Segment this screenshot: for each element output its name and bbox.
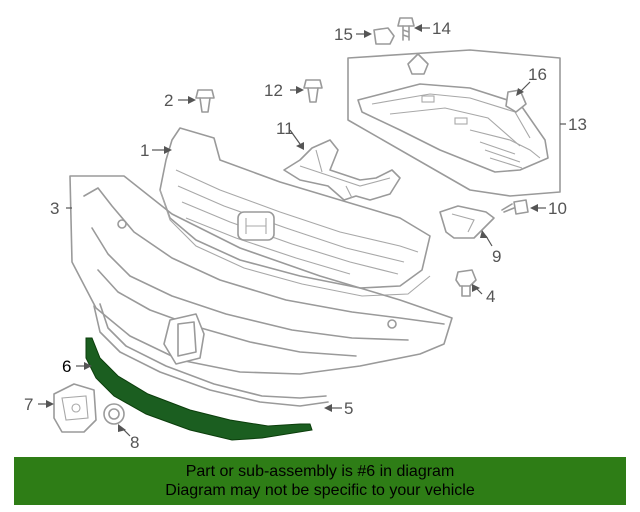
- callout-6: 6: [62, 357, 71, 376]
- callout-16: 16: [528, 65, 547, 84]
- cover-top-clip: [407, 53, 429, 75]
- callout-10: 10: [548, 199, 567, 218]
- parts-diagram: 1 2 3 4 5 6 7 8 9 10 11 12 13 14 15 16: [24, 17, 587, 452]
- callout-15: 15: [334, 25, 353, 44]
- part-9-bracket[interactable]: [439, 205, 495, 239]
- part-14-bolt[interactable]: [397, 17, 415, 41]
- part-13-cover-panel[interactable]: [347, 49, 561, 197]
- callout-13: 13: [568, 115, 587, 134]
- part-7-bracket[interactable]: [53, 383, 97, 433]
- part-1-grille[interactable]: [159, 127, 431, 297]
- callout-12: 12: [264, 81, 283, 100]
- part-8-grommet[interactable]: [103, 403, 125, 425]
- callout-5: 5: [344, 399, 353, 418]
- callout-11: 11: [276, 119, 294, 138]
- leader-lines: [38, 24, 566, 437]
- callout-4: 4: [486, 287, 495, 306]
- part-5-lower-molding[interactable]: [93, 303, 329, 407]
- info-banner: Part or sub-assembly is #6 in diagram Di…: [14, 457, 626, 505]
- part-10-bolt[interactable]: [501, 199, 529, 215]
- callout-9: 9: [492, 247, 501, 266]
- part-12-clip[interactable]: [303, 79, 323, 103]
- callout-7: 7: [24, 395, 33, 414]
- part-6-highlighted-trim[interactable]: [85, 337, 313, 441]
- part-2-clip[interactable]: [195, 89, 215, 113]
- part-3-bumper-cover[interactable]: [69, 175, 453, 375]
- part-11-bracket[interactable]: [283, 139, 401, 201]
- banner-line-2: Diagram may not be specific to your vehi…: [165, 482, 475, 499]
- part-4-nut[interactable]: [455, 269, 477, 297]
- callout-1: 1: [140, 141, 149, 160]
- banner-line-1: Part or sub-assembly is #6 in diagram: [185, 463, 455, 480]
- callout-2: 2: [164, 91, 173, 110]
- callout-3: 3: [50, 199, 59, 218]
- callout-14: 14: [432, 19, 451, 38]
- callout-8: 8: [130, 433, 139, 452]
- part-15-clip[interactable]: [373, 27, 395, 45]
